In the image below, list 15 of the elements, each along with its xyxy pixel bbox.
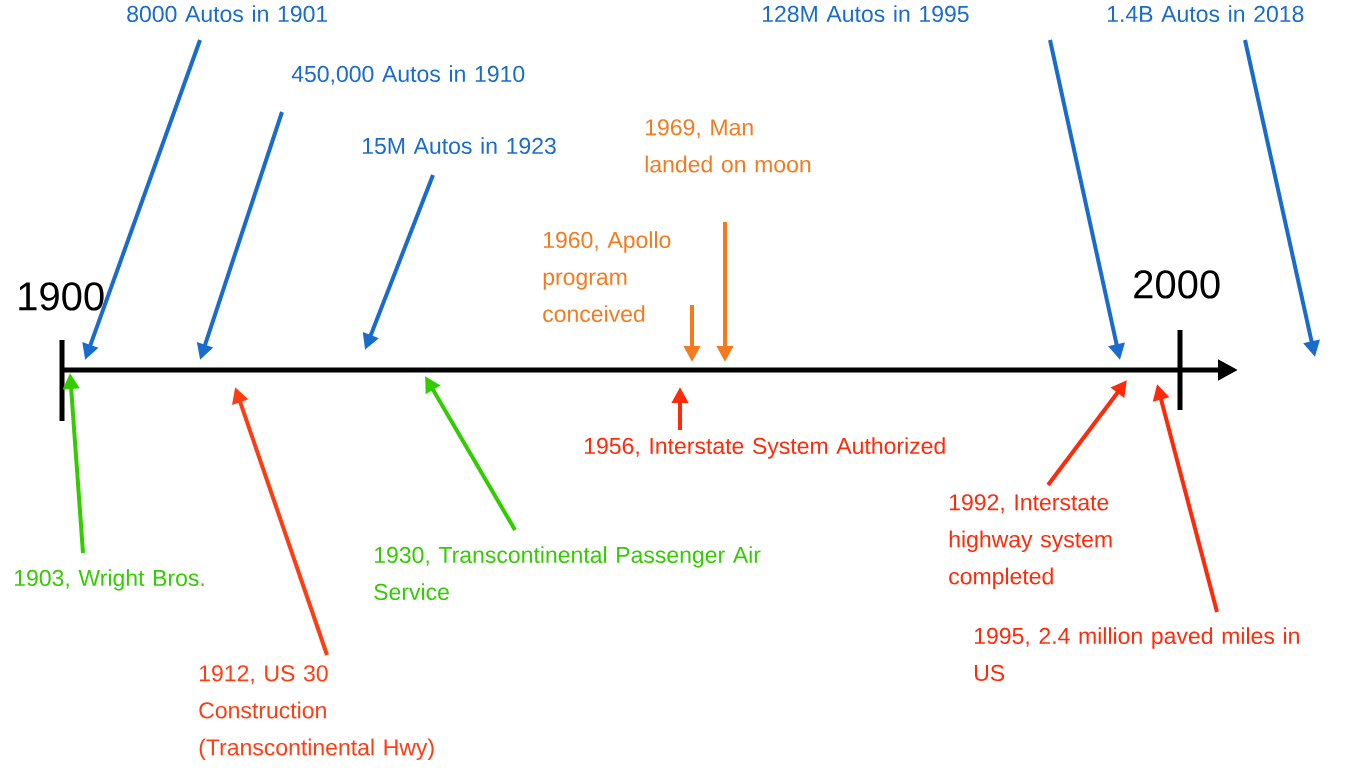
event-label: 1995, 2.4 million paved miles in US — [974, 627, 1299, 682]
event-label: 128M Autos in 1995 — [762, 5, 969, 23]
event-label: 15M Autos in 1923 — [362, 137, 556, 155]
year-label: 1900 — [19, 282, 104, 311]
event-label: 1912, US 30 Construction (Transcontinental Hwy) — [199, 665, 434, 760]
event-label: 1960, Apollo program conceived — [543, 231, 671, 323]
event-label: 450,000 Autos in 1910 — [291, 65, 525, 85]
event-label: 1969, Man landed on moon — [645, 119, 811, 173]
event-label: 1992, Interstate highway system completed — [949, 494, 1112, 589]
event-label: 1956, Interstate System Authorized — [584, 437, 945, 459]
event-label: 8000 Autos in 1901 — [127, 5, 328, 23]
year-label: 2000 — [1134, 270, 1220, 299]
event-label: 1930, Transcontinental Passenger Air Service — [374, 546, 761, 601]
event-label: 1903, Wright Bros. — [14, 569, 204, 591]
event-label: 1.4B Autos in 2018 — [1107, 5, 1304, 23]
